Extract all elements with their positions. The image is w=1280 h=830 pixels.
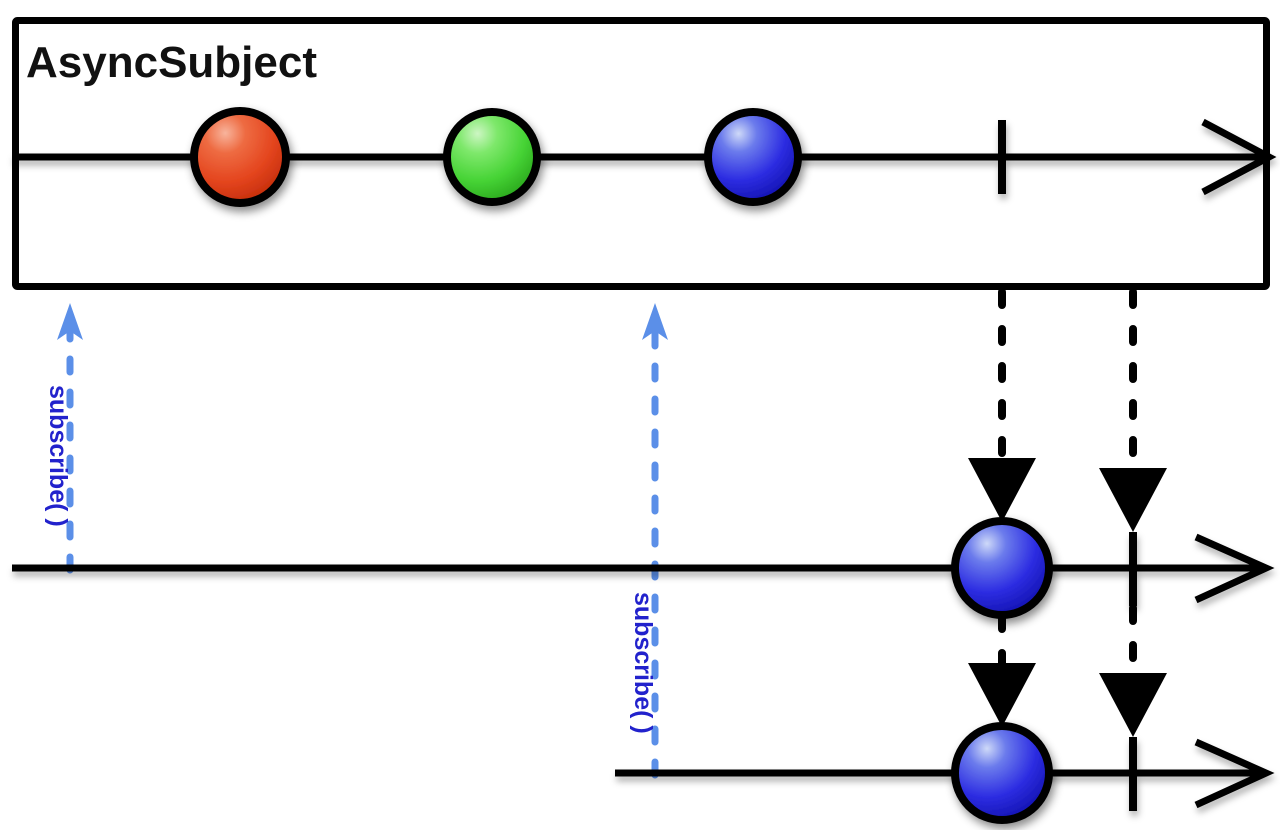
drop-complete-to-subscriber-2 (1099, 604, 1167, 737)
drop-value-to-subscriber-1 (968, 288, 1036, 522)
drop-complete-to-subscriber-1 (1099, 288, 1167, 532)
subscriber-2-marble-blue (951, 722, 1053, 824)
blue-marble (704, 108, 802, 206)
source-marble-blue (704, 108, 802, 206)
subscriber-1-marble-blue (951, 517, 1053, 619)
source-timeline (12, 107, 1277, 207)
subscriber-1-timeline (12, 517, 1275, 619)
subscribe-1-arrowhead (57, 303, 83, 340)
source-marble-green (443, 108, 541, 206)
green-marble (443, 108, 541, 206)
drop-value-1-arrowhead (968, 458, 1036, 522)
drop-value-to-subscriber-2 (968, 612, 1036, 727)
red-marble (190, 107, 290, 207)
blue-marble (951, 722, 1053, 824)
blue-marble (951, 517, 1053, 619)
drop-complete-1-arrowhead (1099, 468, 1167, 532)
subscribe-1-label: subscribe( ) (44, 385, 72, 527)
subscriber-1-arrowhead (1194, 533, 1275, 604)
subscriber-2-timeline (615, 722, 1275, 824)
subscribe-2-label: subscribe( ) (629, 592, 657, 734)
source-marble-red (190, 107, 290, 207)
subscribe-2-arrowhead (642, 303, 668, 340)
subscribe-call-2: subscribe( ) (629, 303, 668, 779)
subscribe-call-1: subscribe( ) (44, 303, 83, 574)
page-title: AsyncSubject (26, 38, 317, 87)
drop-complete-2-arrowhead (1099, 673, 1167, 737)
source-timeline-arrowhead (1201, 118, 1277, 196)
drop-value-2-arrowhead (968, 663, 1036, 727)
subscriber-2-arrowhead (1194, 738, 1275, 809)
